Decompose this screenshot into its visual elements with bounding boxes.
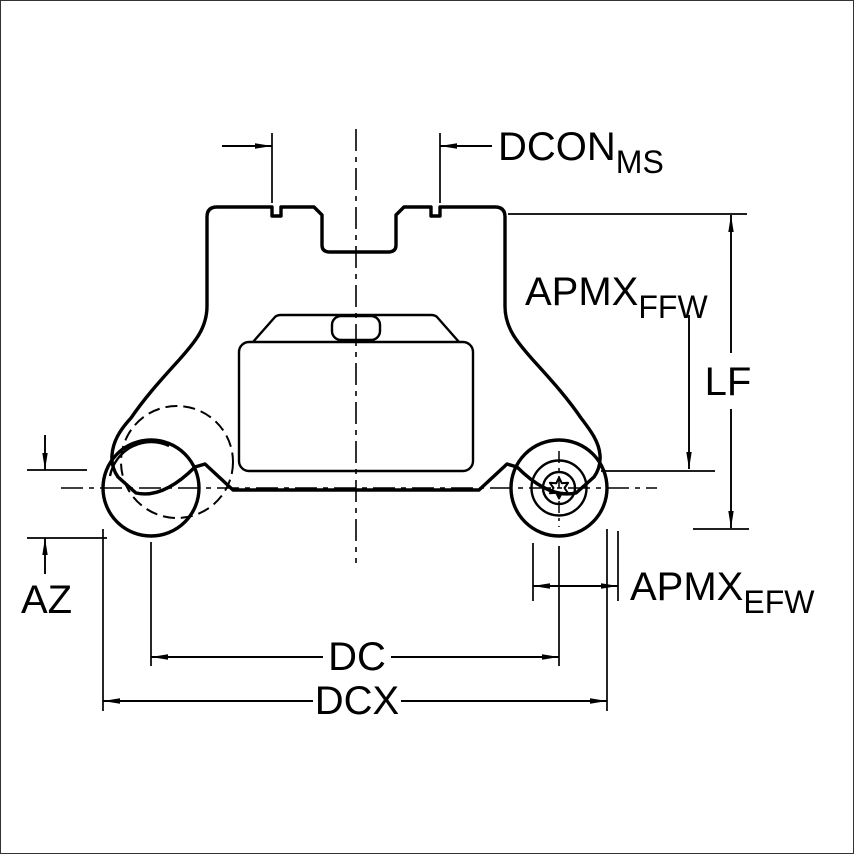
- dimension-apmx-ffw: APMXFFW: [525, 270, 715, 472]
- dimension-dc: DC: [150, 542, 560, 679]
- insert-seat-dashed-circle: [120, 405, 234, 519]
- dcx-label: DCX: [315, 679, 399, 723]
- centerlines: [61, 129, 657, 563]
- dimension-dcon: DCONMS: [222, 125, 664, 203]
- cutter-body-outline: [110, 205, 602, 496]
- apmx-ffw-label: APMXFFW: [525, 270, 708, 325]
- az-label: AZ: [21, 578, 72, 622]
- dimension-dcx: DCX: [102, 529, 608, 723]
- dcon-label: DCONMS: [498, 125, 664, 180]
- dimension-lf: LF: [508, 213, 752, 530]
- dimension-apmx-efw: APMXEFW: [532, 531, 815, 620]
- dimension-az: AZ: [21, 435, 107, 622]
- dc-label: DC: [328, 635, 386, 679]
- left-insert-edge-arc: [108, 440, 170, 477]
- lf-label: LF: [705, 360, 752, 404]
- apmx-efw-label: APMXEFW: [630, 565, 815, 620]
- torx-socket-icon: [548, 476, 570, 500]
